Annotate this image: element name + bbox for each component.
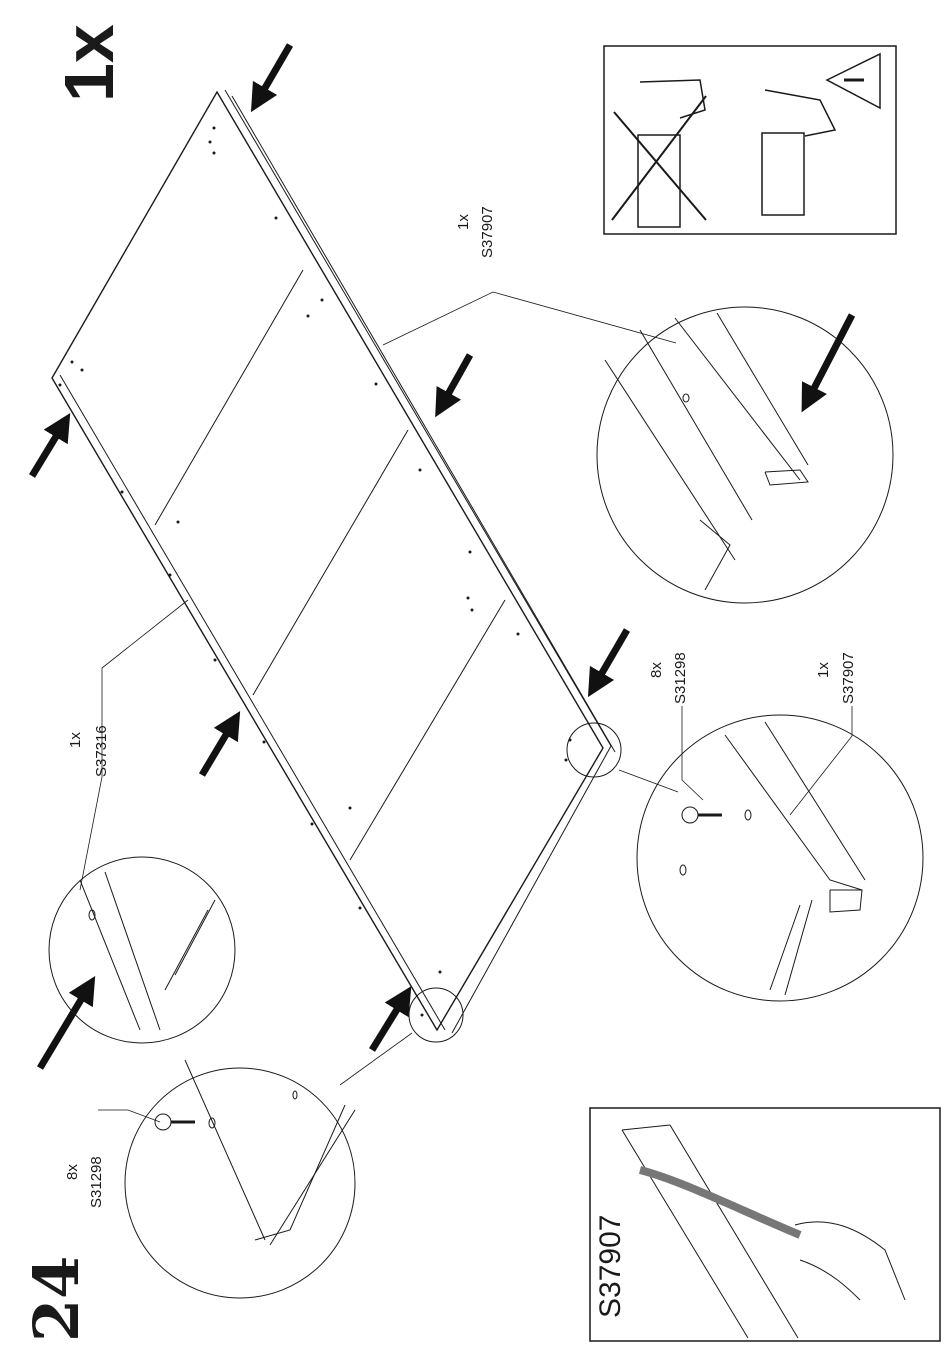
screw-left (155, 1114, 195, 1130)
zoom-marker-right (567, 723, 621, 777)
arrow-detail-right (808, 315, 852, 400)
detail-circles (49, 307, 923, 1298)
wrong-method-icon (612, 80, 706, 227)
tape-box (590, 1108, 940, 1341)
tape-panel-part: S37907 (596, 1215, 626, 1318)
detail-left-profile (80, 872, 215, 1030)
panel-outline (52, 90, 615, 1033)
callout-screws-right-qty: 8x (648, 662, 666, 678)
step-number: 24 (26, 1256, 88, 1342)
callout-strip-right-qty: 1x (815, 662, 833, 678)
callout-top-strip-part: S37907 (479, 206, 497, 258)
arrow-left-mid (202, 723, 233, 775)
callout-screws-right-part: S31298 (672, 652, 690, 704)
detail-top-profile (605, 313, 808, 590)
leader-lines (80, 292, 852, 1122)
detail-circle-left (49, 857, 235, 1043)
arrow-mid-right (442, 355, 470, 405)
callout-screws-left-part: S31298 (88, 1156, 106, 1208)
callout-left-strip-qty: 1x (67, 732, 85, 748)
callout-top-strip-qty: 1x (455, 214, 473, 230)
hand-icon (795, 1222, 905, 1300)
correct-method-icon (762, 90, 835, 215)
step-quantity: 1x (54, 24, 124, 102)
callout-strip-right-part: S37907 (840, 652, 858, 704)
panel-holes (59, 127, 572, 1017)
arrow-left-top (32, 425, 63, 476)
callout-screws-left-qty: 8x (64, 1164, 82, 1180)
detail-circle-top (597, 307, 893, 603)
detail-right-profile (680, 722, 865, 995)
detail-circle-right (637, 715, 923, 1001)
arrow-right (595, 630, 627, 685)
screw-right (682, 807, 722, 823)
warning-box (604, 46, 896, 234)
arrow-top (258, 45, 290, 100)
callout-left-strip-part: S37316 (93, 725, 111, 777)
detail-bottom-profile (155, 1060, 355, 1245)
profile-strip-drawing (622, 1125, 800, 1338)
